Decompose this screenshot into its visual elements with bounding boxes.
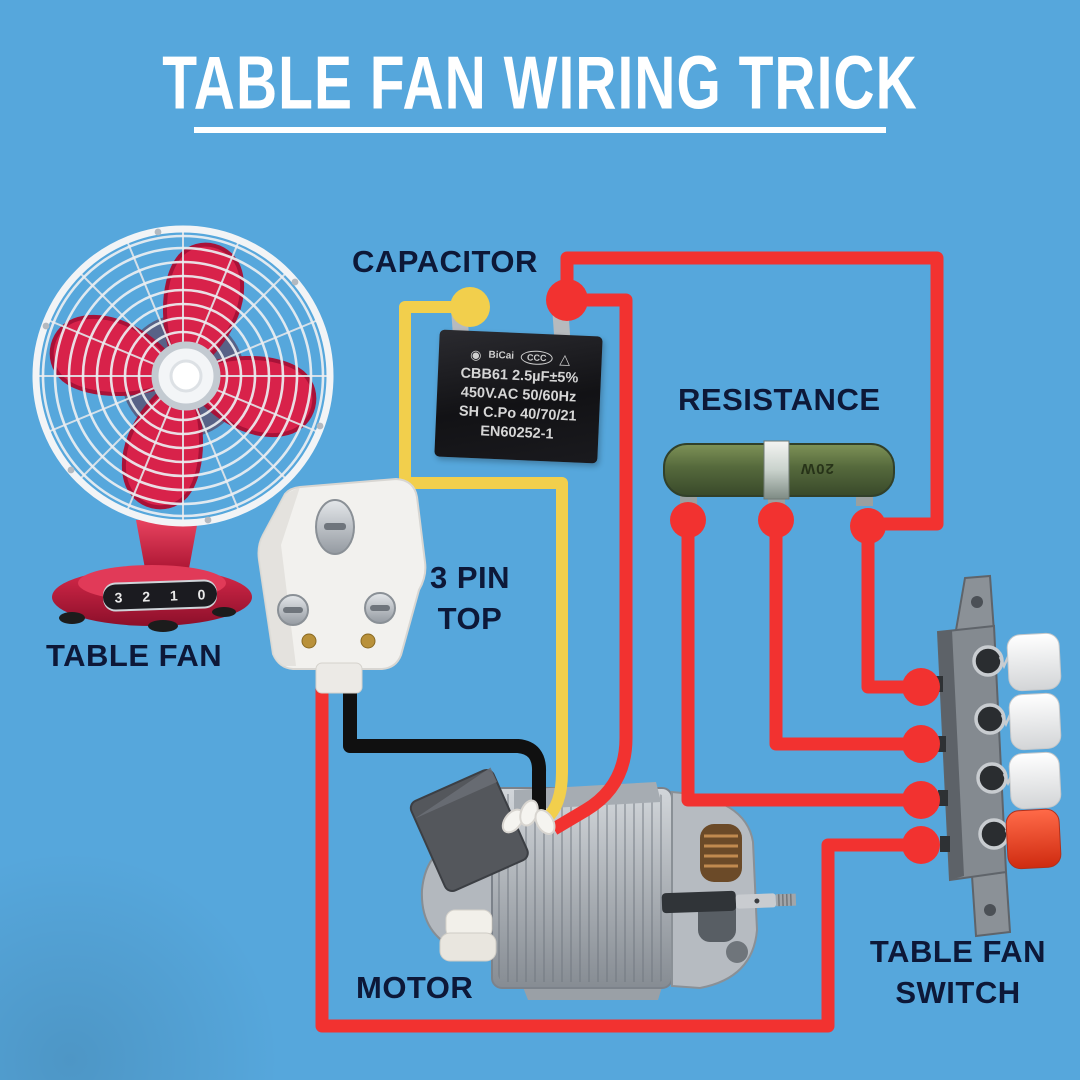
resistor-marking: 20W bbox=[800, 460, 834, 477]
ccc-cert-icon: CCC bbox=[520, 349, 553, 366]
fan-speed-dial: 3 2 1 0 bbox=[102, 581, 218, 610]
terminal-dot-capacitor-red bbox=[546, 279, 588, 321]
wire-red-resistance-right-to-switch-1 bbox=[861, 527, 921, 694]
plug-label: 3 PIN TOP bbox=[408, 558, 532, 640]
terminal-dot-capacitor-yellow bbox=[450, 287, 490, 327]
resistance-label: RESISTANCE bbox=[678, 382, 881, 417]
terminal-dot-switch-1 bbox=[902, 668, 940, 706]
capacitor-brand: BiCai bbox=[488, 349, 515, 363]
capacitor-spec-line: EN60252-1 bbox=[479, 423, 554, 443]
wire-red-plug-to-switch-4 bbox=[315, 686, 921, 1033]
terminal-dot-switch-3 bbox=[902, 781, 940, 819]
motor-shaft bbox=[661, 890, 797, 914]
bicai-logo-icon: ◉ bbox=[469, 347, 482, 363]
switch-buttons bbox=[972, 632, 1062, 870]
switch-button-1 bbox=[1006, 632, 1062, 692]
wire-red-capacitor-to-resistance bbox=[560, 251, 944, 531]
motor-illustration bbox=[409, 767, 797, 1000]
motor-wire-connectors bbox=[501, 799, 556, 835]
fan-grill-rings bbox=[41, 234, 325, 518]
wires bbox=[315, 251, 944, 1033]
switch-button-3 bbox=[1008, 751, 1062, 810]
motor-label: MOTOR bbox=[356, 970, 474, 1005]
resistor-illustration bbox=[663, 440, 895, 506]
switch-label-line1: TABLE FAN bbox=[869, 934, 1047, 969]
switch-button-2 bbox=[1008, 692, 1062, 751]
plug-screw bbox=[301, 633, 317, 649]
terminal-dot-switch-4 bbox=[902, 826, 940, 864]
wire-red-capacitor-to-motor bbox=[550, 293, 633, 835]
page-title: TABLE FAN WIRING TRICK bbox=[162, 41, 918, 126]
switch-illustration bbox=[933, 574, 1062, 938]
fan-foot bbox=[212, 607, 236, 617]
capacitor-spec-line: SH C.Po 40/70/21 bbox=[458, 403, 577, 425]
switch-label: TABLE FAN SWITCH bbox=[853, 932, 1063, 1014]
resistor-band bbox=[763, 440, 790, 500]
table-fan-label: TABLE FAN bbox=[46, 638, 223, 673]
wire-red-resistance-left-to-switch-3 bbox=[681, 522, 921, 807]
plug-label-line2: TOP bbox=[437, 600, 503, 636]
terminal-dot-switch-2 bbox=[902, 725, 940, 763]
fan-rim-bolts bbox=[42, 228, 324, 524]
plug-label-line1: 3 PIN bbox=[429, 560, 511, 595]
motor-terminal-box bbox=[409, 767, 529, 893]
terminal-dots bbox=[450, 279, 940, 864]
switch-label-line2: SWITCH bbox=[895, 974, 1021, 1010]
capacitor-logos: ◉ BiCai CCC △ bbox=[469, 347, 571, 367]
plug-illustration bbox=[257, 477, 427, 694]
terminal-dot-resistance-left bbox=[670, 502, 706, 538]
capacitor-label: CAPACITOR bbox=[352, 244, 538, 279]
fan-neck bbox=[136, 520, 198, 574]
page-title-wrap: TABLE FAN WIRING TRICK bbox=[0, 40, 1080, 125]
title-underline bbox=[194, 127, 886, 133]
capacitor-body: ◉ BiCai CCC △ CBB61 2.5µF±5% 450V.AC 50/… bbox=[434, 329, 603, 464]
switch-button-4-red bbox=[1005, 808, 1062, 870]
plug-screw bbox=[360, 633, 376, 649]
terminal-dot-resistance-mid bbox=[758, 502, 794, 538]
fan-rim bbox=[32, 225, 334, 527]
fan-foot bbox=[59, 612, 85, 624]
wire-black-plug-to-motor bbox=[343, 686, 547, 810]
plug-stem bbox=[315, 662, 363, 694]
fan-foot bbox=[148, 620, 178, 632]
triangle-cert-icon: △ bbox=[559, 350, 571, 367]
fan-cage bbox=[32, 225, 334, 527]
terminal-dot-resistance-right bbox=[850, 508, 886, 544]
wire-red-resistance-mid-to-switch-2 bbox=[769, 522, 921, 751]
